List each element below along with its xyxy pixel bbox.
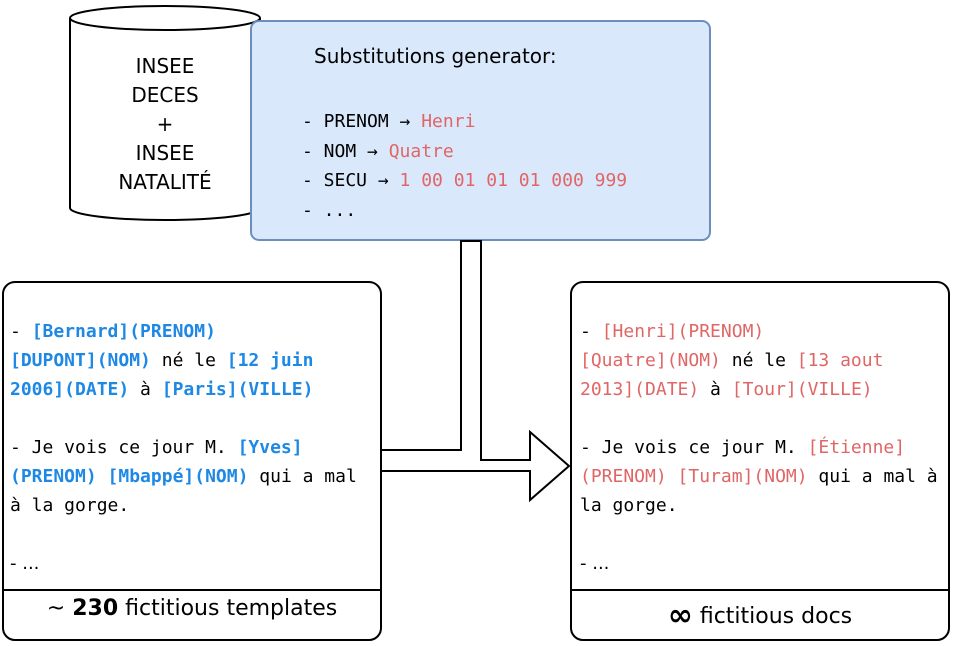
generator-key: - SECU → [302,170,400,191]
generator-key: - PRENOM → [302,111,422,132]
templates-caption-count: 230 [72,596,119,621]
template-text: qui a mal à la gorge. [10,466,357,516]
generator-key: - NOM → [302,140,389,162]
generator-item: - NOM → Quatre [302,137,627,167]
doc-tag-prenom: [Henri](PRENOM) [601,321,765,342]
generator-list: - PRENOM → Henri - NOM → Quatre - SECU →… [302,107,627,225]
template-tag-prenom: [Bernard](PRENOM) [31,321,216,342]
template-doc-1: - [Bernard](PRENOM) [DUPONT](NOM) né le [… [10,317,370,404]
generator-title: Substitutions generator: [314,44,557,68]
template-text: né le [150,350,227,371]
doc-tag-date: [13 aout 2013](DATE) [580,350,884,400]
generator-key: - ... [302,199,357,221]
merge-arrow [382,240,571,503]
doc-tag-nom: [Turam](NOM) [677,466,808,487]
doc-text: né le [720,350,797,371]
template-text: - Je vois ce jour M. [10,437,238,458]
template-ellipsis: - ... [10,553,40,574]
doc-tag-prenom: [Étienne](PRENOM) [580,437,906,487]
doc-tag-nom: [Quatre](NOM) [580,350,721,371]
infinity-symbol: ∞ [667,598,693,633]
templates-content: - [Bernard](PRENOM) [DUPONT](NOM) né le [… [10,317,370,578]
generator-value: Quatre [388,140,454,162]
doc-tag-ville: [Tour](VILLE) [731,379,873,400]
doc-prefix: - [580,321,602,342]
template-tag-nom: [Mbappé](NOM) [107,466,249,487]
database-label: INSEE DECES + INSEE NATALITÉ [100,52,230,197]
database-line: DECES [131,83,199,107]
generator-item: - SECU → 1 00 01 01 01 000 999 [302,166,627,196]
template-tag-nom: [DUPONT](NOM) [10,350,151,371]
templates-box [2,281,382,641]
template-tag-ville: [Paris](VILLE) [161,379,314,400]
docs-content: - [Henri](PRENOM) [Quatre](NOM) né le [13… [580,317,940,578]
templates-caption-text: fictitious templates [118,596,338,621]
template-doc-2: - Je vois ce jour M. [Yves](PRENOM) [Mba… [10,433,370,520]
doc-text: - Je vois ce jour M. [580,437,808,458]
database-line: INSEE [135,54,195,78]
generator-item: - PRENOM → Henri [302,107,627,137]
template-prefix: - [10,321,32,342]
fictitious-doc-2: - Je vois ce jour M. [Étienne](PRENOM) [… [580,433,940,520]
generator-value: Henri [421,111,476,132]
doc-space [667,466,678,487]
template-space [97,466,108,487]
template-tag-date: [12 juin 2006](DATE) [10,350,314,400]
docs-ellipsis: - ... [580,553,610,574]
docs-box [570,281,950,641]
doc-text: qui a mal à la gorge. [580,466,938,516]
generator-item: - ... [302,196,627,226]
generator-value: 1 00 01 01 01 000 999 [399,170,628,191]
database-cylinder [69,5,261,221]
template-text: à [129,379,162,400]
fictitious-doc-1: - [Henri](PRENOM) [Quatre](NOM) né le [13… [580,317,940,404]
database-line: NATALITÉ [118,170,212,194]
database-line: INSEE [135,141,195,165]
docs-caption: ∞ fictitious docs [573,596,947,633]
doc-text: à [699,379,732,400]
templates-caption-prefix: ~ [46,596,73,621]
templates-caption: ~ 230 fictitious templates [5,596,379,632]
docs-caption-text: fictitious docs [692,604,853,629]
database-line: + [156,112,174,136]
template-tag-prenom: [Yves](PRENOM) [10,437,303,487]
